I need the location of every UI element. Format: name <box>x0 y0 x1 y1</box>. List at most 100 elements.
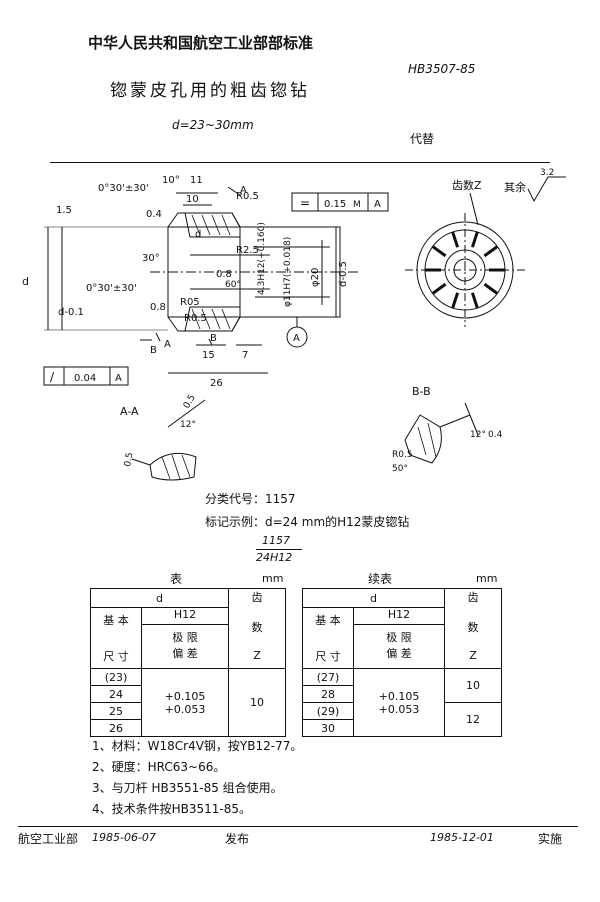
dim-04: 0.4 <box>146 209 162 220</box>
dim-08a: 0.8 <box>216 269 232 280</box>
dim-r05b: R05 <box>180 297 200 308</box>
note-item: 1、材料：W18Cr4V钢，按YB12-77。 <box>92 739 303 753</box>
tooth-slot <box>483 245 499 258</box>
table1-row-0: (23) <box>90 668 142 686</box>
dim-phi20: φ20 <box>310 268 321 287</box>
table2-row-1: 28 <box>302 685 354 703</box>
dim-60deg: 60° <box>225 280 241 290</box>
dim-d01: d-0.1 <box>58 307 84 318</box>
notes-list: 1、材料：W18Cr4V钢，按YB12-77。 2、硬度：HRC63~66。 3… <box>92 736 302 820</box>
table2-title: 续表 <box>368 572 393 586</box>
dim-h2: φ11H7(+0.018) <box>283 237 293 307</box>
replaces-label: 代替 <box>410 132 435 146</box>
table1-row-3: 26 <box>90 719 142 737</box>
tooth-slot <box>470 292 479 309</box>
surface-label: 其余 <box>504 180 526 194</box>
table2-row-2: (29) <box>302 702 354 720</box>
header-divider <box>50 162 550 163</box>
dim-08b: 0.8 <box>150 302 166 313</box>
dim-7: 7 <box>242 350 248 361</box>
table1-title: 表 <box>170 572 183 586</box>
table2: d 齿 数 Z 基 本 尺 寸 H12 极 限 偏 差 (27) +0.105 … <box>302 588 502 737</box>
doc-subtitle: d=23~30mm <box>172 118 254 132</box>
label-a1: A <box>164 339 171 350</box>
dim-angle2: 0°30'±30' <box>86 283 137 294</box>
dim-26: 26 <box>210 378 223 389</box>
table1-col-teeth: 齿 数 Z <box>228 588 286 669</box>
tooth-slot <box>470 231 479 248</box>
footer-divider <box>18 826 578 827</box>
tol-bottom-value: 0.04 <box>74 373 96 384</box>
dim-30deg: 30° <box>142 253 160 264</box>
label-b1: B <box>150 345 157 356</box>
table2-col-teeth: 齿 数 Z <box>444 588 502 669</box>
table2-dev: +0.105 +0.053 <box>353 668 445 737</box>
datum-a-circle: A <box>293 333 300 344</box>
dim-d: d <box>22 275 29 288</box>
table2-col-d: d <box>302 588 445 608</box>
section-bb-ang50: 50° <box>392 464 408 474</box>
fraction-bottom: 24H12 <box>256 551 293 564</box>
section-aa-d05b: 0.5 <box>123 452 135 468</box>
tol-top-value: 0.15 <box>324 199 346 210</box>
dim-d-sym: d <box>195 229 201 240</box>
marking-example: 标记示例：d=24 mm的H12蒙皮锪钻 <box>205 515 410 529</box>
footer-issuer: 航空工业部 <box>18 832 79 846</box>
org-standard: 中华人民共和国航空工业部部标准 <box>88 34 314 52</box>
section-aa-label: A-A <box>120 405 139 418</box>
table2-teeth-b: 12 <box>444 702 502 737</box>
table1-unit: mm <box>262 572 284 585</box>
dim-r05a: R0.5 <box>236 191 259 202</box>
table1: d 齿 数 Z 基 本 尺 寸 H12 极 限 偏 差 (23) +0.105 … <box>90 588 286 737</box>
teeth-count-label: 齿数Z <box>452 179 482 192</box>
fraction-top: 1157 <box>262 534 290 547</box>
section-bb-label: B-B <box>412 385 431 398</box>
tooth-slot <box>431 245 447 258</box>
tol-top-datum: A <box>374 199 381 210</box>
section-aa-d05: 0.5 <box>182 393 198 410</box>
standard-code: HB3507-85 <box>408 62 476 76</box>
dim-15b: 15 <box>202 350 215 361</box>
table2-col-basic: 基 本 尺 寸 <box>302 607 354 669</box>
classification-code: 分类代号：1157 <box>205 492 296 506</box>
note-item: 3、与刀杆 HB3551-85 组合使用。 <box>92 781 283 795</box>
main-drawing: 0°30'±30' 0°30'±30' 10° 11 10 R0.5 0.4 3… <box>22 168 566 481</box>
tol-top-mod: M <box>353 200 361 210</box>
label-a2: A <box>240 185 247 196</box>
table2-row-0: (27) <box>302 668 354 686</box>
section-bb-r: R0.5 <box>392 450 413 460</box>
table2-teeth-a: 10 <box>444 668 502 703</box>
section-bb-val: 0.4 <box>488 430 503 440</box>
dim-10deg: 10° <box>162 175 180 186</box>
table1-col-dev: H12 极 限 偏 差 <box>141 607 229 669</box>
dim-10: 10 <box>186 194 199 205</box>
note-item: 2、硬度：HRC63~66。 <box>92 760 226 774</box>
tooth-slot <box>451 292 460 309</box>
dim-11: 11 <box>190 175 203 186</box>
table2-unit: mm <box>476 572 498 585</box>
dim-angle1: 0°30'±30' <box>98 183 149 194</box>
table1-col-basic: 基 本 尺 寸 <box>90 607 142 669</box>
footer-effective-date: 1985-12-01 <box>430 831 494 844</box>
table1-row-1: 24 <box>90 685 142 703</box>
dim-d05: d-0.5 <box>338 261 349 287</box>
surface-value: 3.2 <box>540 168 554 178</box>
tooth-slot <box>483 282 499 295</box>
table1-dev: +0.105 +0.053 <box>141 668 229 737</box>
table2-row-3: 30 <box>302 719 354 737</box>
tooth-slot <box>431 282 447 295</box>
section-aa-ang: 12° <box>180 420 196 430</box>
footer-publish: 发布 <box>225 832 250 846</box>
dim-r25: R2.5 <box>236 245 259 256</box>
tol-top-sym: = <box>300 196 310 210</box>
label-b2: B <box>210 333 217 344</box>
table1-row-2: 25 <box>90 702 142 720</box>
dim-h1: 4.3H12(+0.160) <box>257 222 267 295</box>
dim-r05c: R0.5 <box>184 313 207 324</box>
tol-bottom-sym: / <box>50 370 55 384</box>
section-bb-ang: 12° <box>470 430 486 440</box>
dim-15: 1.5 <box>56 205 72 216</box>
doc-title: 锪蒙皮孔用的粗齿锪钻 <box>110 81 310 101</box>
footer-issue-date: 1985-06-07 <box>92 831 156 844</box>
tooth-slot <box>451 231 460 248</box>
